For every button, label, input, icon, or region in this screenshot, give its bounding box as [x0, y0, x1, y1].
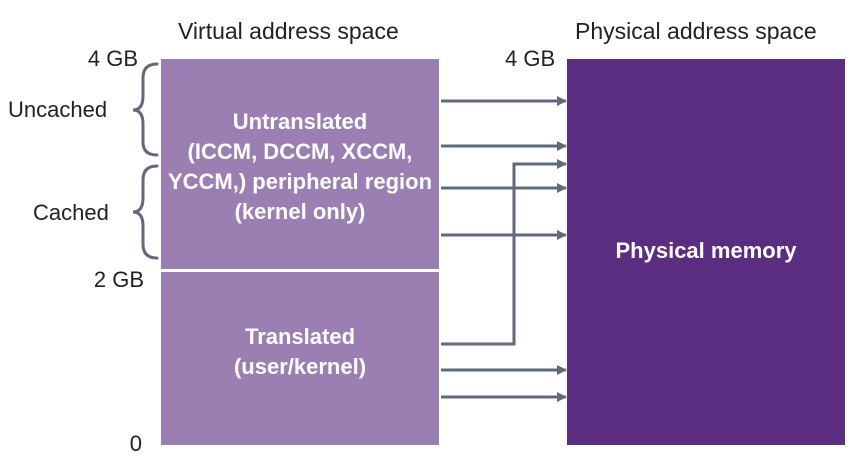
- uncached-label: Uncached: [8, 97, 108, 122]
- translated-line: Translated: [244, 323, 356, 349]
- virtual-4gb-label: 4 GB: [87, 46, 138, 71]
- translated-region: Translated (user/kernel): [161, 272, 439, 445]
- translated-line: (user/kernel): [233, 353, 367, 379]
- untranslated-region: Untranslated (ICCM, DCCM, XCCM, YCCM,) p…: [161, 59, 439, 269]
- untranslated-line: (ICCM, DCCM, XCCM,: [187, 139, 413, 164]
- virtual-address-space-title: Virtual address space: [178, 18, 399, 44]
- cached-label: Cached: [33, 200, 109, 225]
- uncached-brace: [132, 62, 159, 157]
- region-divider: [161, 269, 439, 272]
- untranslated-line: Untranslated: [232, 109, 368, 134]
- untranslated-region-label: Untranslated (ICCM, DCCM, XCCM, YCCM,) p…: [168, 107, 432, 227]
- untranslated-line: (kernel only): [234, 199, 366, 224]
- cached-brace: [132, 164, 159, 260]
- untranslated-line: YCCM,) peripheral region: [167, 169, 433, 194]
- physical-address-space-title: Physical address space: [575, 18, 817, 44]
- physical-memory-label: Physical memory: [615, 238, 797, 263]
- virtual-0-label: 0: [129, 431, 142, 456]
- mapping-arrow: [441, 159, 567, 346]
- translated-region-label: Translated (user/kernel): [234, 322, 366, 382]
- physical-memory-block: Physical memory: [567, 59, 845, 445]
- virtual-2gb-label: 2 GB: [93, 267, 144, 292]
- physical-4gb-label: 4 GB: [505, 46, 556, 71]
